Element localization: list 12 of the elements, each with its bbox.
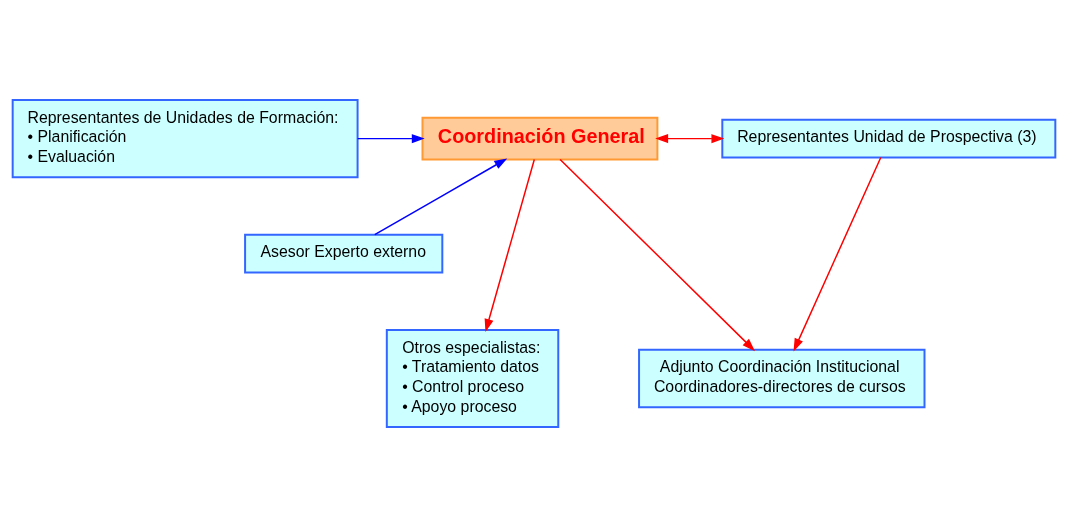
arrow [484, 158, 536, 332]
node-box: Representantes de Unidades de Formación: • Planificación • Evaluación [11, 98, 359, 178]
node-box: Asesor Experto externo [244, 233, 444, 273]
node-box: Adjunto Coordinación Institucional Coordinadores-directores de cursos [638, 348, 926, 408]
node-box: Otros especialistas: • Tratamiento datos • Control proceso • Apoyo proceso [385, 328, 560, 428]
arrow [374, 157, 508, 235]
node-box: Representantes Unidad de Prospectiva (3) [721, 118, 1057, 158]
node-box: Coordinación General [421, 116, 659, 160]
arrow [793, 156, 882, 351]
arrow [559, 158, 755, 351]
arrow [356, 133, 425, 143]
arrow [655, 133, 725, 143]
